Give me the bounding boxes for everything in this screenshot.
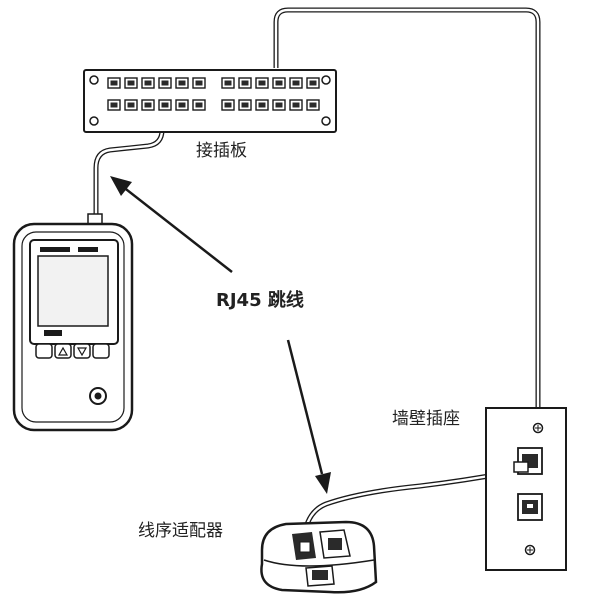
- patch-panel-label: 接插板: [196, 141, 247, 161]
- wall-jack-label: 墙壁插座: [392, 409, 460, 429]
- patch-panel-port-socket: [110, 102, 118, 108]
- patch-panel-port-socket: [127, 80, 135, 86]
- remote-adapter-label: 线序适配器: [138, 521, 223, 541]
- tester-button-left: [35, 343, 53, 359]
- patch-panel-port-socket: [110, 80, 118, 86]
- tester-button-up: [54, 343, 72, 359]
- patch-panel-port-socket: [178, 80, 186, 86]
- patch-panel-ports: [107, 77, 320, 111]
- cable-tester: [12, 213, 134, 432]
- patch-panel-port-socket: [258, 80, 266, 86]
- patch-panel-port-socket: [144, 102, 152, 108]
- remote-adapter: [260, 520, 378, 594]
- patch-panel-port-socket: [195, 102, 203, 108]
- patch-panel-port-socket: [195, 80, 203, 86]
- jumper-arrow-up: [110, 176, 233, 273]
- wall-jack-icon: [485, 407, 567, 571]
- patch-panel-port-socket: [224, 80, 232, 86]
- jumper-arrow-down: [286, 339, 331, 494]
- patch-panel-port-socket: [161, 80, 169, 86]
- patch-panel-port-socket: [275, 102, 283, 108]
- patch-panel-port-socket: [127, 102, 135, 108]
- patch-panel-port-socket: [241, 80, 249, 86]
- tester-button-right: [92, 343, 110, 359]
- tester-screen: [37, 255, 109, 327]
- patch-panel-port-socket: [224, 102, 232, 108]
- patch-panel: [83, 69, 337, 133]
- patch-panel-port-socket: [309, 80, 317, 86]
- jumper-label: RJ45 跳线: [216, 289, 304, 311]
- remote-adapter-icon: [260, 520, 378, 594]
- patch-panel-port-socket: [178, 102, 186, 108]
- patch-panel-port-socket: [309, 102, 317, 108]
- patch-panel-port-socket: [275, 80, 283, 86]
- patch-panel-port-socket: [241, 102, 249, 108]
- patch-panel-port-socket: [258, 102, 266, 108]
- patch-panel-port-socket: [292, 80, 300, 86]
- patch-panel-port-socket: [144, 80, 152, 86]
- patch-panel-port-socket: [292, 102, 300, 108]
- patch-panel-port-socket: [161, 102, 169, 108]
- wall-jack: [485, 407, 567, 571]
- tester-buttons: [35, 343, 110, 359]
